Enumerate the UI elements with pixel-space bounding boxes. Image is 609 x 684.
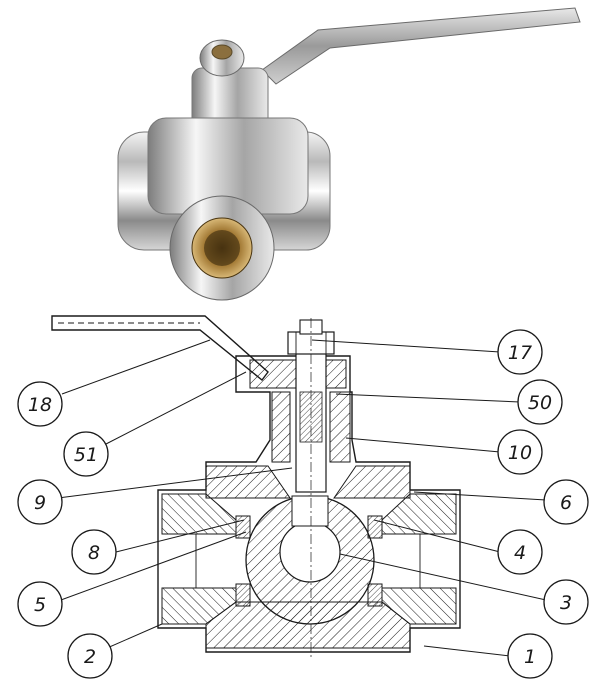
callouts: 17 18 50 51 10 9 6 8 (17, 329, 589, 679)
callout-5: 5 (17, 581, 63, 627)
svg-text:1: 1 (524, 646, 536, 668)
callout-9: 9 (17, 479, 63, 525)
svg-text:10: 10 (508, 442, 532, 464)
callout-17: 17 (497, 329, 543, 375)
svg-text:3: 3 (560, 592, 572, 614)
callout-2: 2 (67, 633, 113, 679)
callout-18: 18 (17, 381, 63, 427)
callout-1: 1 (507, 633, 553, 679)
callout-6: 6 (543, 479, 589, 525)
svg-text:50: 50 (528, 392, 552, 414)
callout-8: 8 (71, 529, 117, 575)
svg-text:6: 6 (560, 492, 572, 514)
svg-text:9: 9 (34, 492, 46, 514)
svg-text:18: 18 (28, 394, 52, 416)
section-drawing (51, 315, 461, 660)
callout-51: 51 (63, 431, 109, 477)
callout-3: 3 (543, 579, 589, 625)
svg-text:2: 2 (84, 646, 96, 668)
svg-text:5: 5 (34, 594, 46, 616)
callout-50: 50 (517, 379, 563, 425)
valve-photo (117, 7, 581, 301)
svg-text:51: 51 (74, 444, 98, 466)
svg-text:8: 8 (88, 542, 100, 564)
svg-text:17: 17 (508, 342, 532, 364)
callout-4: 4 (497, 529, 543, 575)
handle-lever (261, 7, 581, 85)
svg-text:4: 4 (514, 542, 526, 564)
leader-lines (49, 339, 547, 657)
callout-10: 10 (497, 429, 543, 475)
